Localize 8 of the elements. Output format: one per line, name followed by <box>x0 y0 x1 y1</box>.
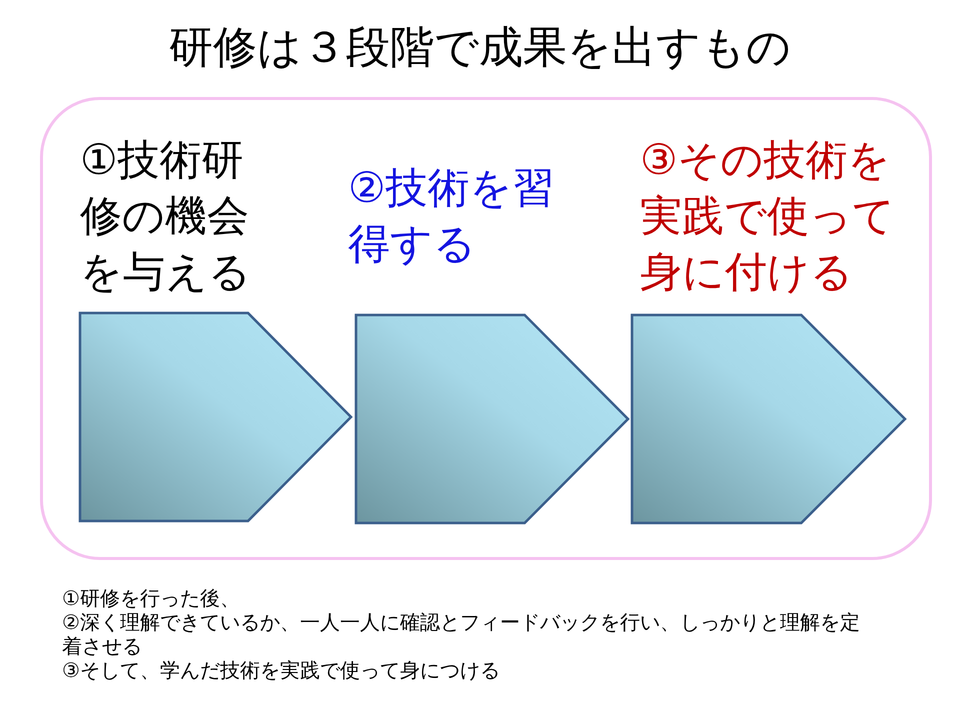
note-text: ②深く理解できているか、一人一人に確認とフィードバックを行い、しっかりと理解を定着させる <box>62 610 861 658</box>
note-text: ③そして、学んだ技術を実践で使って身につける <box>62 658 501 682</box>
step-heading: ③その技術を実践で使って身に付ける <box>640 134 896 298</box>
slide-title: 研修は３段階で成果を出すもの <box>168 21 792 75</box>
step-heading: ①技術研修の機会を与える <box>80 134 252 298</box>
rounded-panel <box>40 97 932 560</box>
note-text: ①研修を行った後、 <box>62 586 241 610</box>
step-heading: ②技術を習得する <box>348 162 556 270</box>
